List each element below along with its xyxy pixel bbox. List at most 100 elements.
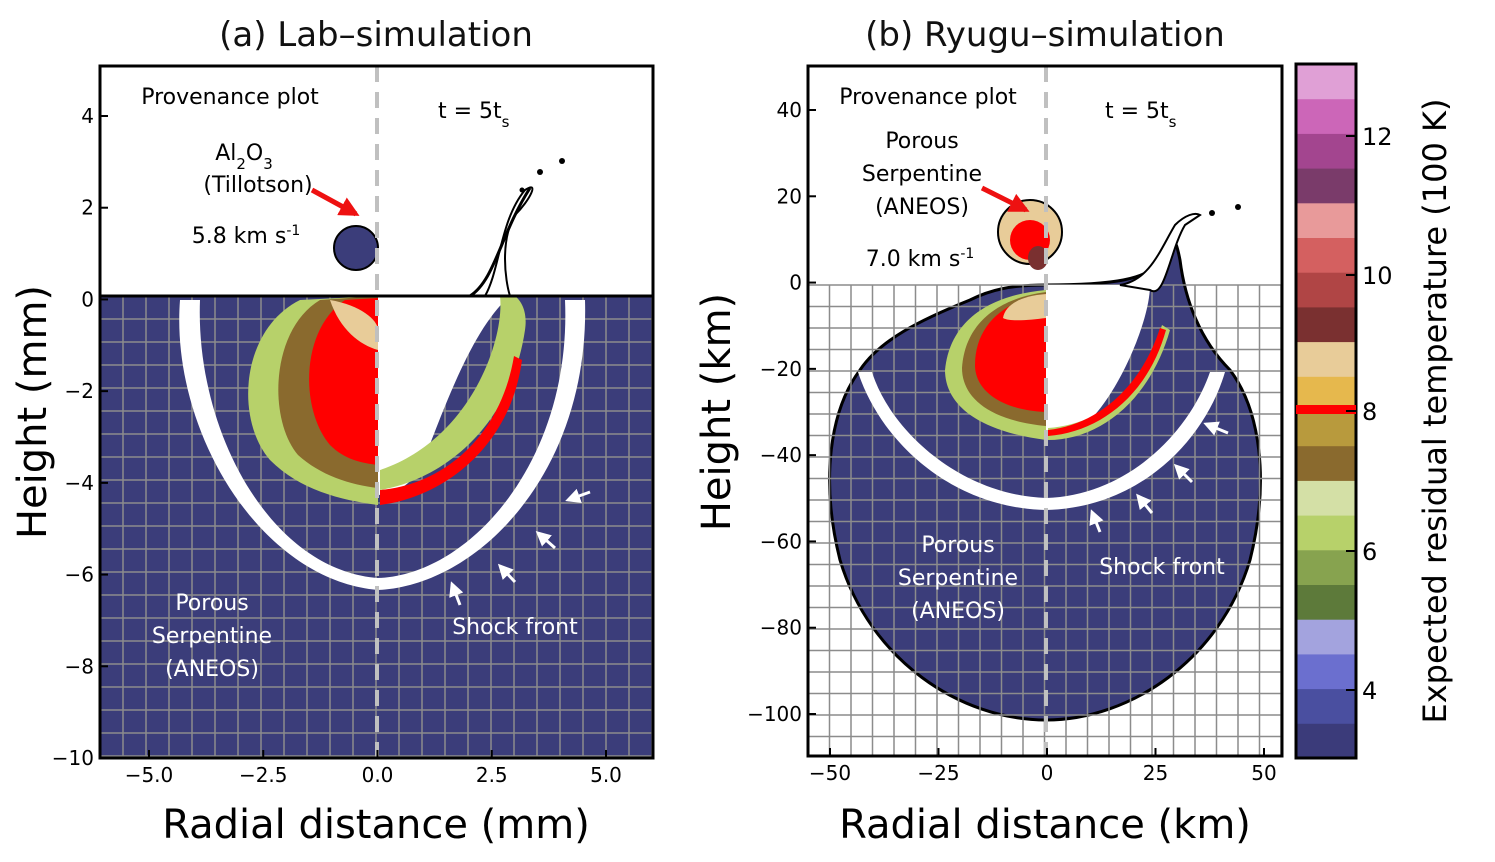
colorbar-swatch xyxy=(1296,549,1356,585)
panel-a-shock-front-right xyxy=(378,300,586,590)
panel-a-plot-area xyxy=(100,158,653,758)
x-tick-label: −50 xyxy=(809,761,851,785)
panel-a-hot-zone-left xyxy=(330,300,378,350)
colorbar-swatch xyxy=(1296,515,1356,551)
panel-b-hot-zone-left xyxy=(1003,294,1046,321)
colorbar-tick-label: 4 xyxy=(1362,677,1377,705)
panel-a-shock-arrows xyxy=(449,488,591,606)
panel-b-time-label: t = 5ts xyxy=(1105,99,1177,131)
panel-b-impact-speed: 7.0 km s-1 xyxy=(866,246,975,272)
y-tick-label: −2 xyxy=(65,379,94,403)
panel-a-target-line1: Porous xyxy=(175,591,248,616)
panel-b-impactor-line2: Serpentine xyxy=(862,162,982,187)
panel-b-ejecta-particle xyxy=(1209,210,1215,216)
y-tick-label: −10 xyxy=(52,746,94,770)
y-tick-label: 20 xyxy=(777,184,802,208)
x-tick-label: −2.5 xyxy=(239,763,288,787)
colorbar-swatch xyxy=(1296,584,1356,620)
panel-a-target-line2: Serpentine xyxy=(152,624,272,649)
x-tick-label: 5.0 xyxy=(590,763,622,787)
panel-b-title: (b) Ryugu–simulation xyxy=(865,15,1225,55)
y-tick-label: −40 xyxy=(760,443,802,467)
colorbar-swatch xyxy=(1296,341,1356,377)
colorbar-swatch xyxy=(1296,237,1356,273)
panel-b-frame xyxy=(806,64,1284,758)
x-tick-label: 2.5 xyxy=(476,763,508,787)
panel-b-shock-arrows xyxy=(1089,421,1229,533)
colorbar-swatch xyxy=(1296,445,1356,481)
panel-b-impactor-arrow xyxy=(980,185,1030,213)
panel-a-time-label: t = 5ts xyxy=(438,99,510,131)
colorbar-tick-label: 12 xyxy=(1362,123,1393,151)
panel-b-shock-label: Shock front xyxy=(1099,555,1225,580)
colorbar-swatch xyxy=(1296,98,1356,134)
panel-a-impact-speed: 5.8 km s-1 xyxy=(192,223,301,249)
panel-b-target-line1: Porous xyxy=(921,533,994,558)
panel-b-xlabel: Radial distance (km) xyxy=(839,802,1251,848)
panel-a-impactor-eos: (Tillotson) xyxy=(203,173,312,198)
y-tick-label: 0 xyxy=(81,287,94,311)
colorbar-swatch xyxy=(1296,653,1356,690)
x-tick-label: 25 xyxy=(1143,761,1168,785)
colorbar-swatch xyxy=(1296,411,1356,447)
panel-b-ylabel: Height (km) xyxy=(694,293,740,531)
panel-b-ejecta-particle xyxy=(1235,204,1241,210)
y-tick-label: −20 xyxy=(760,357,802,381)
panel-b-impactor-line3: (ANEOS) xyxy=(875,195,969,220)
panel-a-melt-zone-right xyxy=(380,356,522,505)
panel-b-shock-front xyxy=(858,372,1225,510)
y-tick-label: 4 xyxy=(81,104,94,128)
panel-a-impactor-material: Al2O3 xyxy=(215,141,273,173)
panel-a-shock-front-left xyxy=(179,300,378,590)
x-tick-label: 50 xyxy=(1251,761,1276,785)
panel-b-impactor-center xyxy=(1028,246,1048,270)
x-tick-label: −5.0 xyxy=(125,763,174,787)
panel-b-ejecta-curtain xyxy=(1119,212,1202,293)
y-tick-label: −4 xyxy=(65,471,94,495)
colorbar-label: Expected residual temperature (100 K) xyxy=(1416,99,1454,724)
panel-a-title: (a) Lab–simulation xyxy=(219,15,533,55)
panel-b-crater xyxy=(1046,285,1150,432)
panel-a-provenance-label: Provenance plot xyxy=(141,85,319,110)
panel-a-ejecta-particle xyxy=(559,158,565,164)
panel-b-target-line2: Serpentine xyxy=(898,566,1018,591)
colorbar-tick-label: 8 xyxy=(1362,398,1377,426)
colorbar-tick-label: 6 xyxy=(1362,538,1377,566)
panel-a-heated-zone-right xyxy=(380,296,526,490)
colorbar-swatch xyxy=(1296,688,1356,724)
panel-a-impactor-arrow xyxy=(310,187,360,217)
colorbar-swatch xyxy=(1296,133,1356,169)
panel-a-ejecta-curtain xyxy=(378,186,534,297)
colorbar-swatch xyxy=(1296,619,1356,655)
colorbar-swatch xyxy=(1296,202,1356,238)
panel-b: (b) Ryugu–simulation xyxy=(694,15,1284,848)
panel-a-crater xyxy=(378,296,510,495)
panel-a-shock-label: Shock front xyxy=(452,615,578,640)
colorbar-swatch xyxy=(1296,723,1356,759)
panel-a-ejecta-outline xyxy=(469,187,532,298)
x-tick-label: 0 xyxy=(1041,761,1054,785)
panel-b-impactor-line1: Porous xyxy=(885,129,958,154)
y-tick-label: −8 xyxy=(65,654,94,678)
panel-b-provenance-label: Provenance plot xyxy=(839,85,1017,110)
y-tick-label: 0 xyxy=(789,271,802,295)
colorbar-highlight xyxy=(1296,405,1356,414)
colorbar-swatch xyxy=(1296,272,1356,308)
panel-a-target-line3: (ANEOS) xyxy=(165,657,259,682)
colorbar-swatch xyxy=(1296,64,1356,100)
panel-a: (a) Lab–simulation xyxy=(10,15,655,848)
y-tick-label: −80 xyxy=(760,616,802,640)
colorbar-swatches xyxy=(1296,64,1356,759)
panel-b-melt-zone-left xyxy=(975,294,1046,412)
y-tick-label: 40 xyxy=(777,98,802,122)
panel-a-ejecta-particle xyxy=(519,187,525,193)
panel-a-ejecta-particle xyxy=(537,169,543,175)
colorbar-swatch xyxy=(1296,306,1356,343)
panel-b-target-line3: (ANEOS) xyxy=(911,599,1005,624)
x-tick-label: 0.0 xyxy=(362,763,394,787)
